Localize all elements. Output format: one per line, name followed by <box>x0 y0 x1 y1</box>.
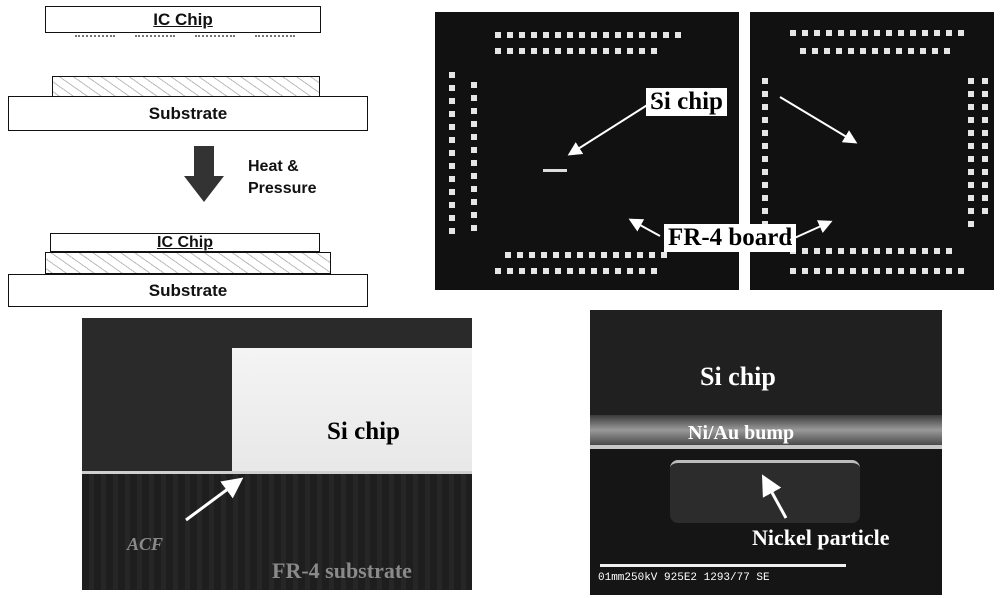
ic-chip-bonded-label: IC Chip <box>157 234 213 252</box>
down-arrow <box>184 146 224 202</box>
xray-arrow-board-right <box>790 222 830 240</box>
cross-section-right: Si chip Ni/Au bump Nickel particle 01mm2… <box>590 310 942 595</box>
ic-chip-top-label: IC Chip <box>153 10 213 30</box>
substrate-top-label: Substrate <box>149 104 227 124</box>
substrate-top: Substrate <box>8 96 368 131</box>
xray-arrow-chip-right <box>780 97 855 142</box>
xray-arrow-chip-left <box>570 97 660 154</box>
ic-chip-top: IC Chip <box>45 6 321 33</box>
chip-bumps <box>75 35 295 40</box>
xray-arrows <box>435 12 995 290</box>
substrate-bottom: Substrate <box>8 274 368 307</box>
substrate-bottom-label: Substrate <box>149 281 227 301</box>
heat-pressure-label: Heat & Pressure <box>248 156 317 200</box>
particle-arrow <box>590 310 942 595</box>
ic-chip-bonded: IC Chip <box>50 233 320 252</box>
acf-bonded <box>45 252 331 274</box>
cross-section-left: Si chip ACF FR-4 substrate <box>82 318 472 590</box>
acf-arrow <box>82 318 472 590</box>
acf-film <box>52 76 320 97</box>
xray-arrow-board-left <box>631 220 660 236</box>
